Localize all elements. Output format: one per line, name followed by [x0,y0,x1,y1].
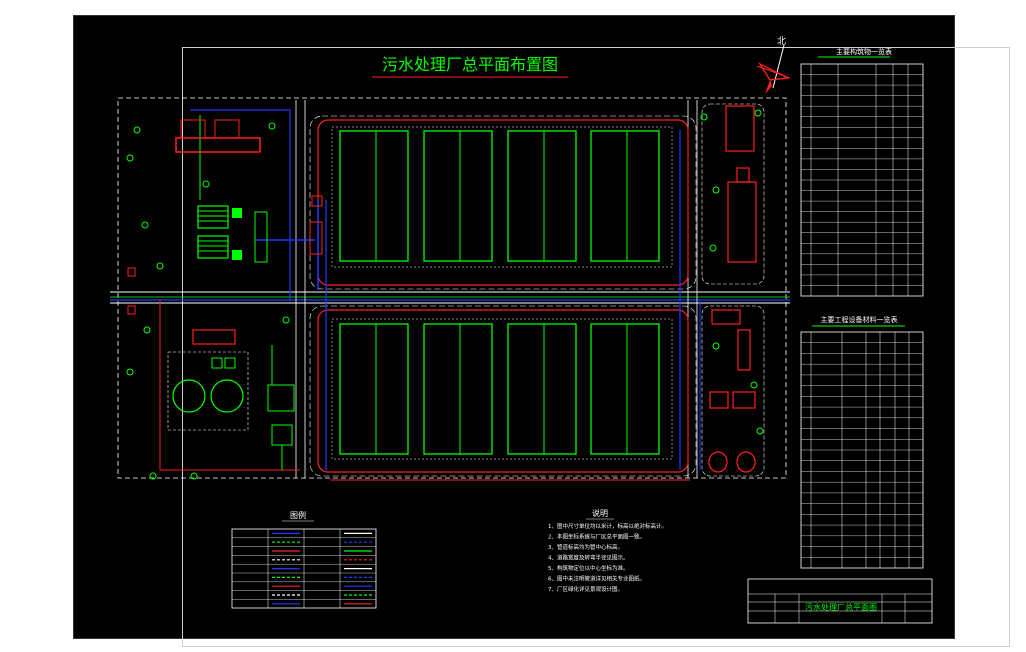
landscape-trees [126,109,764,480]
note-line: 1、图中尺寸单位均以米计，标高以绝对标高计。 [548,522,667,530]
aeration-basins-north [331,126,673,268]
drawing-border [182,47,1010,647]
aeration-basins-south [331,318,673,460]
notes-title: 说明 [592,508,608,518]
structures-table: 主要构筑物一览表 [800,47,924,297]
notes-block: 说明 1、图中尺寸单位均以米计，标高以绝对标高计。 2、本图坐标系统与厂区总平面图… [548,508,667,593]
note-line: 5、构筑物定位以中心坐标为准。 [548,564,629,572]
legend-title: 图例 [290,510,306,520]
road-loop-north [317,119,689,286]
title-block-drawing-name: 污水处理厂总平面图 [805,602,877,612]
note-line: 2、本图坐标系统与厂区总平面图一致。 [548,533,645,541]
title-block: 污水处理厂总平面图 [747,578,933,624]
legend-block: 图例 [231,510,377,609]
left-process-area [127,119,323,470]
north-arrow-icon: 北 [756,36,791,94]
equipment-table: 主要工程设备材料一览表 [800,315,924,569]
north-label: 北 [777,36,786,47]
drawing-title: 污水处理厂总平面布置图 [382,55,558,74]
cad-drawing-frame [73,15,1010,647]
road-loop-south [317,309,689,473]
right-buildings [701,103,765,477]
site-boundary [117,97,787,479]
note-line: 4、道路宽度及转弯半径见图示。 [548,554,629,562]
note-line: 6、图中未注明管道详见相关专业图纸。 [548,575,645,583]
structures-table-title: 主要构筑物一览表 [836,47,892,56]
note-line: 3、管道标高均为管中心标高。 [548,543,623,551]
equipment-table-title: 主要工程设备材料一览表 [821,315,898,324]
pipe-network [159,109,701,481]
note-line: 7、厂区绿化详见景观设计图。 [548,585,623,593]
